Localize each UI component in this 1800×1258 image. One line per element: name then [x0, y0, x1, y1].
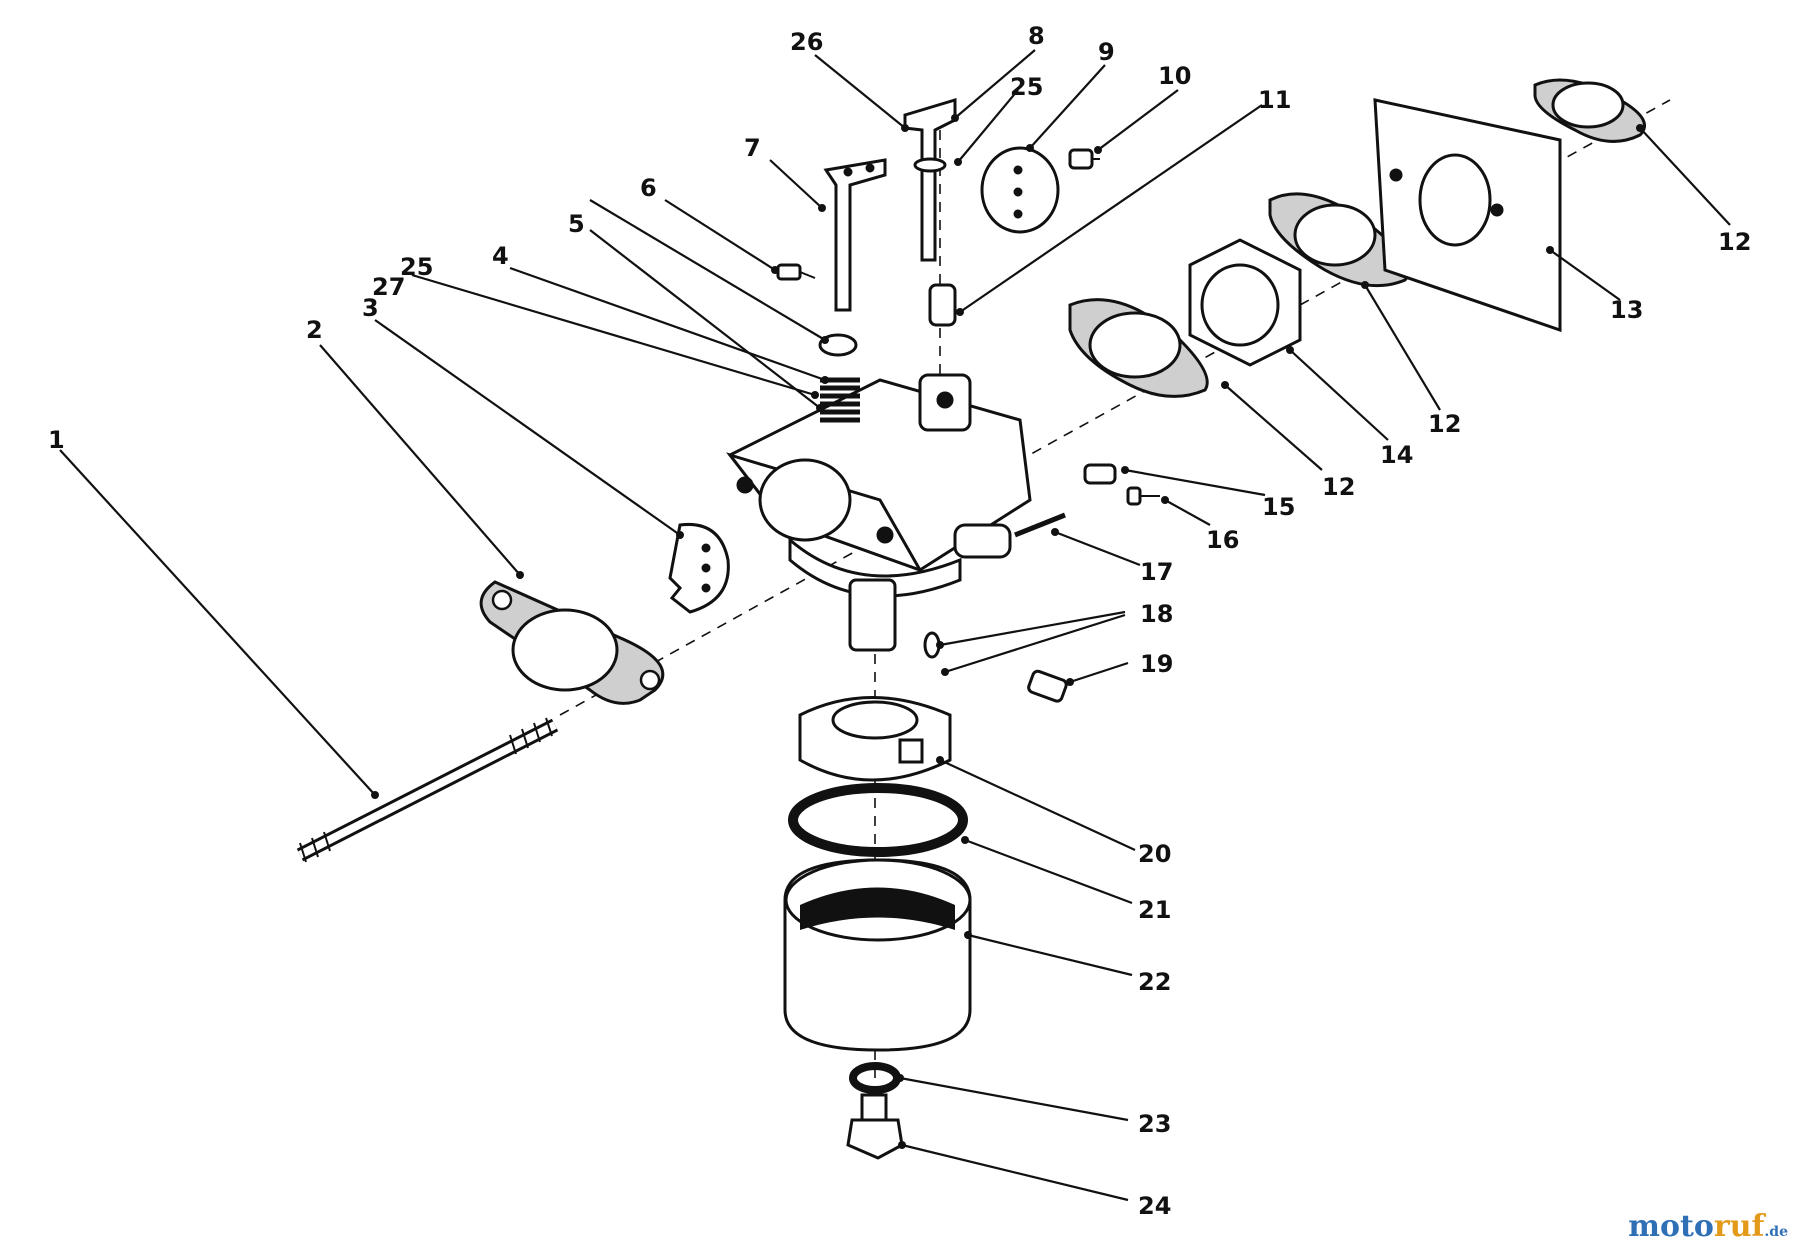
callout-17: 17	[1140, 558, 1173, 586]
callout-5: 5	[568, 210, 585, 238]
screw-part-10	[1068, 148, 1100, 170]
spacer-part-14	[1188, 238, 1302, 367]
callout-19: 19	[1140, 650, 1173, 678]
nut-part-24	[846, 1093, 904, 1160]
callout-21: 21	[1138, 896, 1171, 924]
screw-part-16	[1126, 486, 1160, 506]
callout-labels: 1 2 3 4 5 6 7 8 9 10 11 12 12 12 13 14 1…	[48, 22, 1751, 1220]
callout-12-near: 12	[1322, 473, 1355, 501]
gasket-part-12c	[1533, 78, 1646, 143]
callout-20: 20	[1138, 840, 1171, 868]
callout-22: 22	[1138, 968, 1171, 996]
stud-part	[296, 717, 559, 863]
callout-12-mid: 12	[1428, 410, 1461, 438]
throttle-plate-part-3	[668, 522, 730, 614]
screw-part-15	[1083, 463, 1117, 485]
gasket-part-2	[479, 580, 665, 705]
float-part-20	[798, 696, 952, 782]
bowl-part-22	[783, 858, 972, 1052]
gasket-part-12a	[1068, 298, 1209, 398]
callout-25-left: 25	[400, 253, 433, 281]
carburetor-body	[725, 373, 1032, 652]
callout-2: 2	[306, 316, 323, 344]
callout-9: 9	[1098, 38, 1115, 66]
callout-6: 6	[640, 174, 657, 202]
callout-25-top: 25	[1010, 73, 1043, 101]
callout-13: 13	[1610, 296, 1643, 324]
o-ring-part-21	[788, 783, 968, 857]
callout-23: 23	[1138, 1110, 1171, 1138]
callout-10: 10	[1158, 62, 1191, 90]
leader-lines	[59, 49, 1731, 1202]
callout-16: 16	[1206, 526, 1239, 554]
callout-8: 8	[1028, 22, 1045, 50]
choke-shaft-part-8	[903, 97, 957, 262]
screw-part-19	[1027, 669, 1068, 703]
watermark-part1: moto	[1628, 1209, 1714, 1244]
callout-14: 14	[1380, 441, 1413, 469]
callout-4: 4	[492, 242, 509, 270]
throttle-lever-part-7	[823, 158, 887, 312]
watermark-part2: ruf	[1713, 1209, 1765, 1244]
callout-26: 26	[790, 28, 823, 56]
watermark-part3: .de	[1764, 1224, 1788, 1240]
callout-24: 24	[1138, 1192, 1171, 1220]
callout-7: 7	[744, 134, 761, 162]
callout-1: 1	[48, 426, 65, 454]
screw-part-6	[776, 263, 816, 281]
plate-part-13	[1373, 98, 1562, 333]
callout-12-far: 12	[1718, 228, 1751, 256]
watermark-logo: motoruf.de	[1628, 1209, 1788, 1244]
callout-15: 15	[1262, 493, 1295, 521]
callout-27: 27	[372, 273, 405, 301]
callout-11: 11	[1258, 86, 1291, 114]
gasket-part-12b	[1268, 192, 1410, 288]
callout-18: 18	[1140, 600, 1173, 628]
idle-screw-spring-stack	[820, 377, 860, 423]
pin-part-17	[1014, 512, 1066, 538]
fitting-part-11	[928, 283, 957, 327]
choke-plate-part-9	[980, 146, 1060, 234]
callout-3: 3	[362, 294, 379, 322]
